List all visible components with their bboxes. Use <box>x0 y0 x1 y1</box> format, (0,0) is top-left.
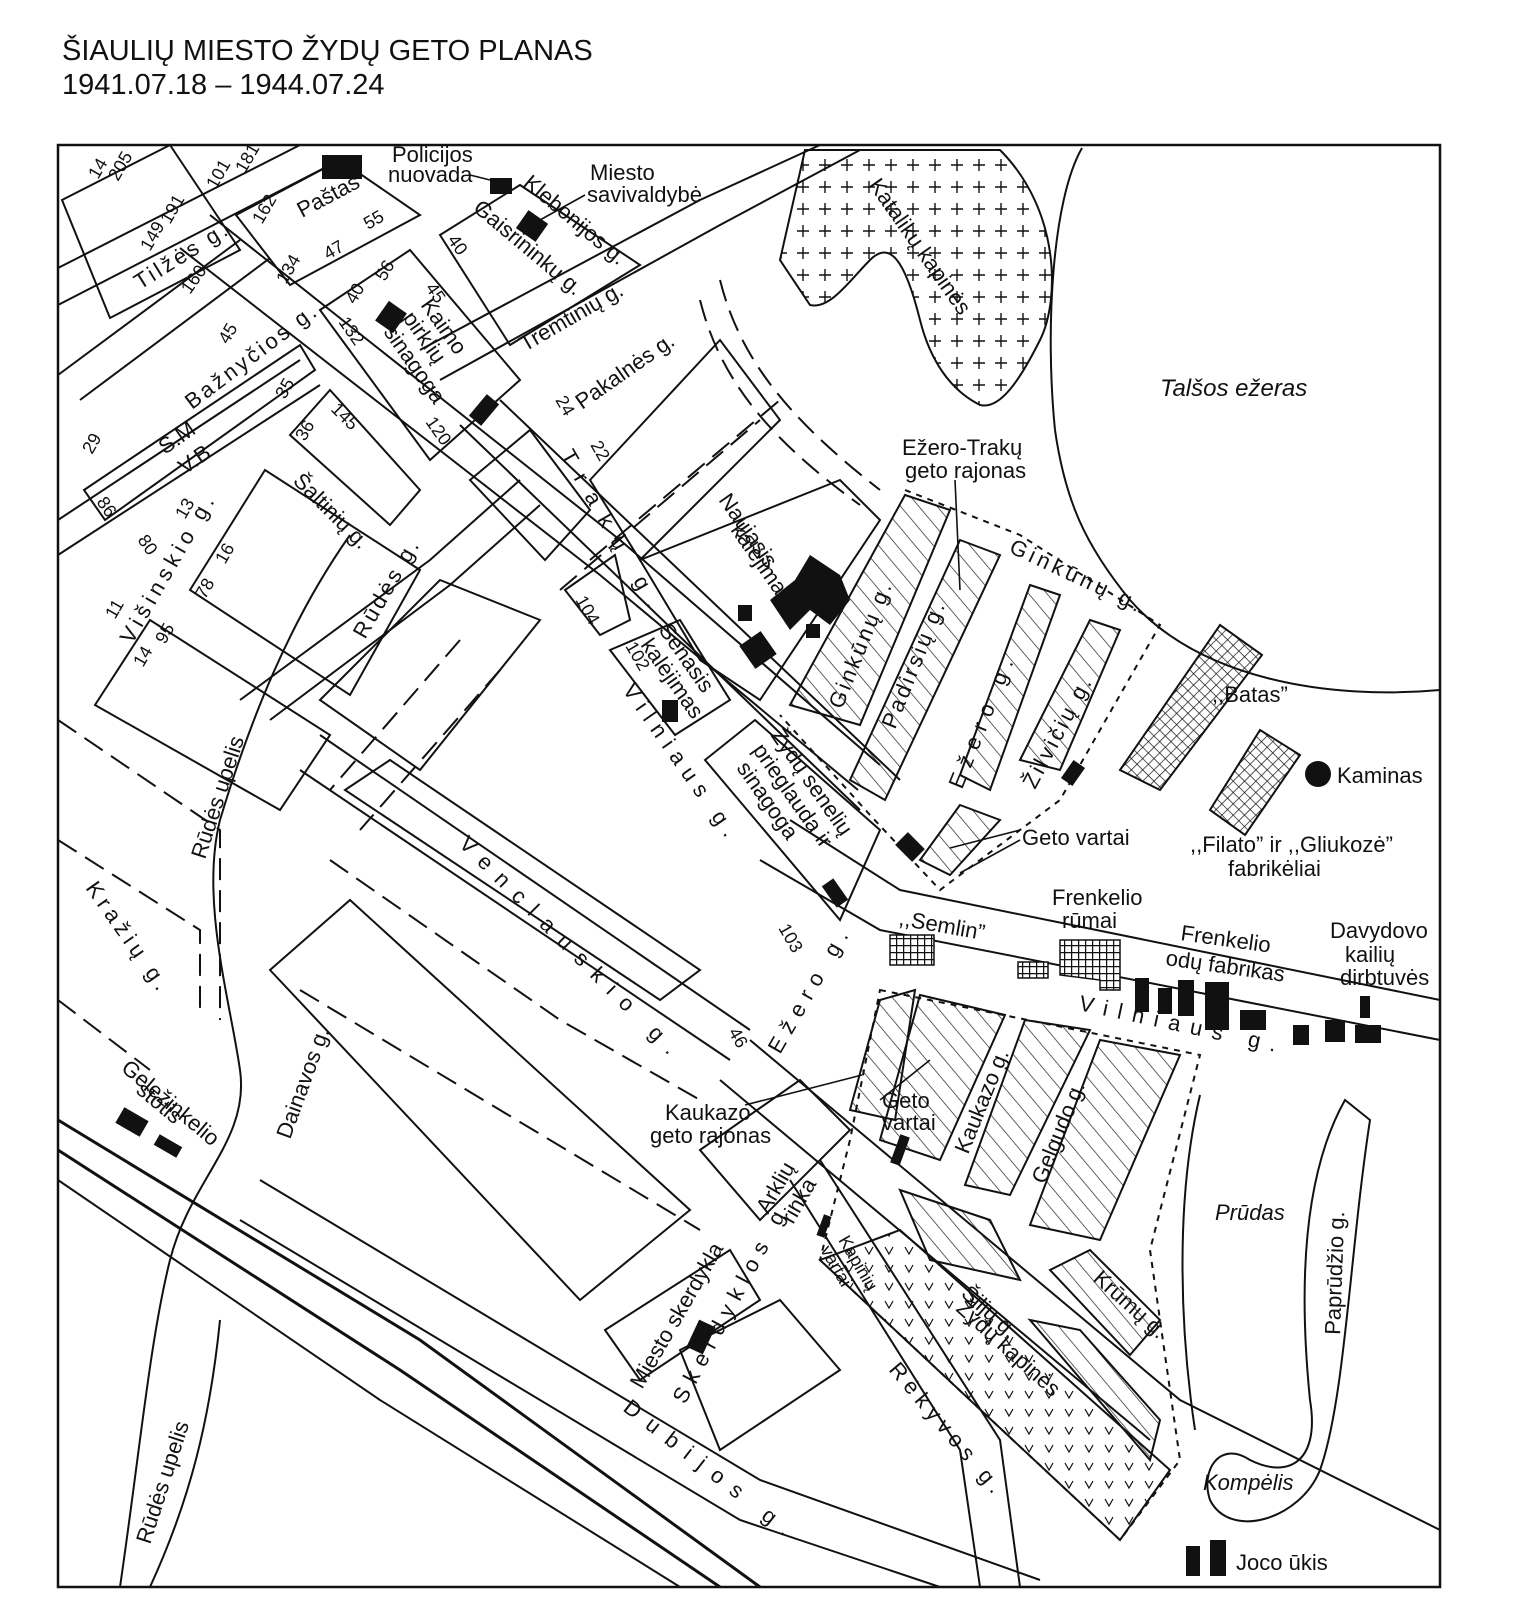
label-batas: ,,Batas” <box>1212 682 1288 707</box>
pond-west-shore <box>1181 1094 1201 1431</box>
chimney-marker <box>1305 761 1331 787</box>
label-paprudzio: Paprūdžio g. <box>1320 1211 1349 1335</box>
label-savivaldybe-1: Miesto <box>590 160 655 185</box>
house-numbers: 14 205 101 181 191 149 162 55 47 134 160… <box>78 140 807 1051</box>
num-205: 205 <box>104 148 136 184</box>
num-47: 47 <box>320 236 347 263</box>
planned-streets <box>57 279 881 1231</box>
label-dainavos: Dainavos g. <box>271 1024 334 1142</box>
title-main: ŠIAULIŲ MIESTO ŽYDŲ GETO PLANAS <box>62 35 593 67</box>
num-55: 55 <box>360 206 387 233</box>
jewish-cemetery <box>818 1228 1172 1542</box>
map-frame <box>56 143 1442 1589</box>
label-joco-ukis: Joco ūkis <box>1236 1550 1328 1575</box>
label-kraziu: Kražių g. <box>81 877 177 999</box>
label-filato-2: fabrikėliai <box>1228 856 1321 881</box>
num-120: 120 <box>422 413 456 449</box>
label-talsos-ezeras: Talšos ežeras <box>1160 375 1307 402</box>
ezero-traku-fence <box>779 489 1162 892</box>
label-kaukazo-ghetto-2: geto rajonas <box>650 1123 771 1148</box>
num-22: 22 <box>587 437 614 464</box>
label-policija-2: nuovada <box>388 162 473 187</box>
label-dubijos: Dubijos g. <box>619 1394 806 1548</box>
num-149: 149 <box>136 218 168 254</box>
label-frenkelio-rumai-1: Frenkelio <box>1052 885 1142 910</box>
leader-lines <box>469 174 1021 1106</box>
buildings <box>115 155 1381 1576</box>
grid-buildings <box>889 934 1121 991</box>
kaukazo-ghetto <box>848 988 1182 1463</box>
map-title: ŠIAULIŲ MIESTO ŽYDŲ GETO PLANAS 1941.07.… <box>62 34 593 102</box>
label-venclauskio: Venclauskio g. <box>454 831 691 1068</box>
label-davydovo-2: kailių <box>1345 942 1395 967</box>
label-ezero-traku-2: geto rajonas <box>905 458 1026 483</box>
label-kompelis: Kompėlis <box>1203 1470 1293 1495</box>
num-78: 78 <box>191 575 218 602</box>
num-101: 101 <box>202 156 234 192</box>
label-frenkelio-rumai-2: rūmai <box>1062 908 1117 933</box>
catholic-cemetery <box>778 149 1053 407</box>
num-191: 191 <box>156 191 188 227</box>
num-104: 104 <box>572 592 604 628</box>
label-ezero-1: Ežero g. <box>763 919 858 1058</box>
label-policija-1: Policijos <box>392 142 473 167</box>
num-145: 145 <box>327 399 362 434</box>
label-davydovo-3: dirbtuvės <box>1340 965 1429 990</box>
label-davydovo-1: Davydovo <box>1330 918 1428 943</box>
ezero-traku-ghetto <box>788 493 1122 877</box>
filato-factory <box>1208 728 1302 837</box>
rudes-creek-south <box>149 1319 221 1588</box>
kaukazo-fence <box>818 988 1202 1542</box>
label-savivaldybe-2: savivaldybė <box>587 182 702 207</box>
label-kaminas: Kaminas <box>1337 763 1423 788</box>
label-visinskio: Višinskio g. <box>115 487 222 647</box>
num-40a: 40 <box>444 231 472 259</box>
label-filato-1: ,,Filato” ir ,,Gliukozė” <box>1190 832 1393 857</box>
label-prudas: Prūdas <box>1215 1200 1285 1225</box>
talsos-lake-shore <box>1049 147 1441 694</box>
title-dates: 1941.07.18 – 1944.07.24 <box>62 69 385 101</box>
label-geto-vartai-2b: vartai <box>882 1110 936 1135</box>
batas-factory <box>1118 623 1264 792</box>
rudes-creek <box>119 534 351 1588</box>
label-ezero-traku-1: Ežero-Trakų <box>902 435 1022 460</box>
num-29: 29 <box>78 430 105 457</box>
num-134: 134 <box>272 251 304 287</box>
num-80: 80 <box>134 531 162 559</box>
num-40b: 40 <box>341 280 368 307</box>
num-162: 162 <box>248 191 280 227</box>
prudas-pond-shore <box>1206 1098 1372 1523</box>
label-rudes-upelis-1: Rūdės upelis <box>186 733 249 862</box>
num-45b: 45 <box>214 320 241 347</box>
street-network <box>57 144 1441 1589</box>
num-16: 16 <box>211 540 238 567</box>
label-geto-vartai-1: Geto vartai <box>1022 825 1130 850</box>
label-kaukazo-ghetto-1: Kaukazo <box>665 1100 751 1125</box>
num-103: 103 <box>775 920 807 956</box>
label-saltiniu: Šaltinių g. <box>288 468 374 554</box>
